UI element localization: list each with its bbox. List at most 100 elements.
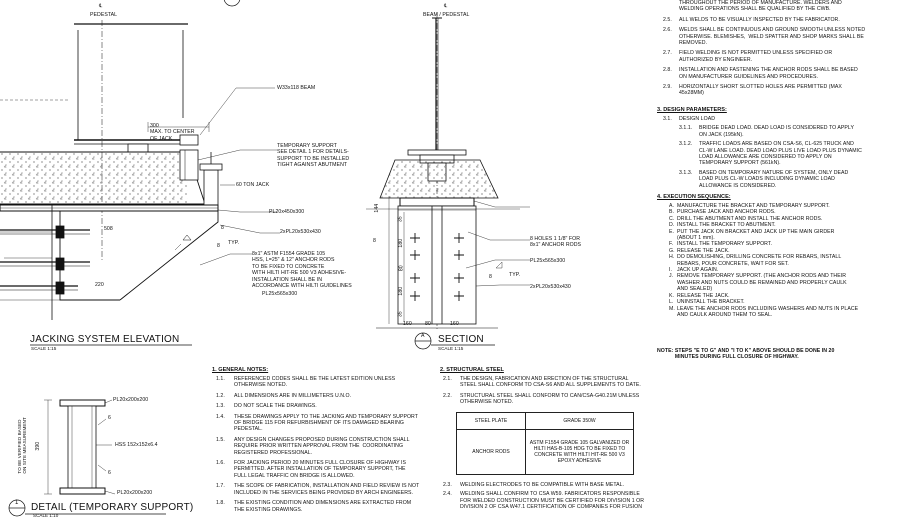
note-number: 3.1.3. [679, 169, 693, 176]
note-number: 1.8. [216, 500, 225, 507]
note-text: STRUCTURAL STEEL SHALL CONFORM TO CAN/CS… [460, 392, 640, 406]
note-number: 1.3. [216, 403, 225, 410]
general-note: 1.2. ALL DIMENSIONS ARE IN MILLIMETERS U.… [216, 393, 446, 399]
section-callout [414, 332, 432, 350]
pl-200-top-label: PL20x200x200 [113, 397, 149, 403]
dim-8a: 8 [221, 225, 224, 231]
execution-step: B.PURCHASE JACK AND ANCHOR RODS. [669, 209, 903, 215]
execution-step: D.INSTALL THE BRACKET TO ABUTMENT. [669, 222, 903, 228]
holes-label: 8 HOLES 1 1/8" FOR 8x1" ANCHOR RODS [530, 236, 582, 249]
note-number: 1.5. [216, 436, 225, 443]
general-note: 1.7.THE SCOPE OF FABRICATION, INSTALLATI… [216, 483, 446, 496]
steel-note: 2.1.THE DESIGN, FABRICATION AND ERECTION… [443, 376, 658, 389]
step-text: DRILL THE ABUTMENT AND INSTALL THE ANCHO… [677, 215, 823, 222]
jack-label: 60 TON JACK [236, 182, 270, 188]
step-letter: M. [669, 305, 675, 312]
design-parameters-list: 3.1.DESIGN LOAD 3.1.1.BRIDGE DEAD LOAD. … [663, 116, 903, 189]
execution-step: L.UNINSTALL THE BRACKET. [669, 299, 903, 305]
execution-step: M.LEAVE THE ANCHOR RODS INCLUDING WASHER… [669, 306, 903, 319]
note-text: BRIDGE DEAD LOAD. DEAD LOAD IS CONSIDERE… [699, 125, 854, 138]
execution-step: G.RELEASE THE JACK. [669, 248, 903, 254]
dim-35: 35 [397, 216, 404, 223]
dim-220: 220 [95, 282, 104, 288]
dim-80: 80 [398, 265, 405, 272]
note-text: THE SCOPE OF FABRICATION, INSTALLATION A… [234, 483, 420, 496]
note-number: 3.1.2. [679, 141, 693, 148]
note-text: TRAFFIC LOADS ARE BASED ON CSA-S6, CL-62… [699, 141, 862, 167]
note-text: ALL WELDS TO BE VISUALLY INSPECTED BY TH… [679, 16, 840, 23]
steel-note: 2.2.STRUCTURAL STEEL SHALL CONFORM TO CA… [443, 393, 658, 406]
pedestal-cl-mark: ℄ [99, 3, 103, 9]
step-text: PURCHASE JACK AND ANCHOR RODS. [677, 209, 776, 216]
dim-144: 144 [374, 203, 381, 213]
note-number: 1.4. [216, 413, 225, 420]
dim-160a: 160 [403, 321, 412, 327]
note-text: FOR JACKING PERIOD 20 MINUTES FULL CLOSU… [234, 460, 406, 479]
step-letter: K. [669, 292, 675, 299]
design-item: 3.1.1.BRIDGE DEAD LOAD. DEAD LOAD IS CON… [679, 125, 903, 138]
table-cell: GRADE 350W [525, 412, 634, 430]
note-text: REFERENCED CODES SHALL BE THE LATEST EDI… [234, 376, 396, 389]
note-text: FIELD WELDING IS NOT PERMITTED UNLESS SP… [679, 50, 833, 63]
execution-list: A.MANUFACTURE THE BRACKET AND TEMPORARY … [669, 203, 903, 318]
table-cell: STEEL PLATE [456, 412, 526, 430]
general-note: 1.1.REFERENCED CODES SHALL BE THE LATEST… [216, 376, 446, 389]
step-letter: E. [669, 228, 675, 235]
note-text: ALL DIMENSIONS ARE IN MILLIMETERS U.N.O. [234, 392, 352, 399]
note-text: WELDING SHALL CONFIRM TO CSA W59. FABRIC… [460, 491, 645, 511]
anchor-note: 8x1" ASTM F1554 GRADE 105 HSS, L=25" & 1… [252, 251, 352, 290]
steel-note: 2.7.FIELD WELDING IS NOT PERMITTED UNLES… [663, 50, 903, 63]
pl-565-300-sec-label: PL25x565x300 [530, 258, 566, 264]
dim-80b: 80 [425, 321, 431, 327]
jacking-scale: SCALE 1:15 [31, 346, 57, 351]
step-text: JACK UP AGAIN. [677, 267, 719, 274]
steel-note: 2.5.ALL WELDS TO BE VISUALLY INSPECTED B… [663, 17, 903, 23]
max-center-label: 300 MAX. TO CENTER OF JACK [150, 123, 195, 142]
step-text: LEAVE THE ANCHOR RODS INCLUDING WASHERS … [677, 305, 859, 318]
note-text: ANY DESIGN CHANGES PROPOSED DURING CONST… [234, 436, 410, 456]
execution-heading: 4. EXECUTION SEQUENCE: [657, 194, 731, 200]
step-text: INSTALL THE BRACKET TO ABUTMENT. [677, 222, 776, 229]
detail-scale: SCALE 1:10 [33, 513, 59, 518]
execution-step: K.RELEASE THE JACK. [669, 293, 903, 299]
note-text: DESIGN LOAD [679, 116, 716, 122]
dim-8c: 8 [373, 238, 376, 244]
temp-support-label: TEMPORARY SUPPORT SEE DETAIL 1 FOR DETAI… [277, 143, 350, 169]
step-letter: C. [669, 215, 675, 222]
note-number: 1.6. [216, 460, 225, 467]
pl-565-300-label: PL25x565x300 [262, 291, 298, 297]
pedestal-label: PEDESTAL [90, 12, 118, 18]
design-item: 3.1.2. TRAFFIC LOADS ARE BASED ON CSA-S6,… [679, 141, 903, 167]
note-text: THE DESIGN, FABRICATION AND ERECTION OF … [460, 376, 641, 389]
dim-390: 390 [35, 441, 42, 451]
detail-number: 1 [15, 500, 19, 506]
note-text: THE EXISTING CONDITION AND DIMENSIONS AR… [234, 500, 412, 513]
step-text: DO DEMOLISHING, DRILLING CONCRETE FOR RE… [677, 254, 842, 267]
note-text: WELDING ELECTRODES TO BE COMPATIBLE WITH… [460, 482, 625, 488]
pl-200-bot-label: PL20x200x200 [117, 490, 153, 496]
structural-steel-heading: 2. STRUCTURAL STEEL [440, 367, 504, 373]
step-text: RELEASE THE JACK. [677, 292, 730, 299]
step-letter: F. [669, 241, 674, 248]
step-text: UNINSTALL THE BRACKET. [677, 299, 745, 306]
design-item: 3.1.3.BASED ON TEMPORARY NATURE OF SYSTE… [679, 170, 903, 189]
beam-pedestal-cl-mark: ℄ [444, 3, 448, 9]
note-number: 2.6. [663, 27, 672, 34]
jacking-elevation [0, 0, 280, 320]
step-letter: G. [669, 247, 675, 254]
execution-step: E.PUT THE JACK ON BRACKET AND JACK UP TH… [669, 229, 903, 242]
dim-508: 508 [104, 226, 113, 232]
section-scale: SCALE 1:15 [438, 346, 464, 351]
note-number: 1.2. [216, 392, 225, 399]
general-note: 1.3.DO NOT SCALE THE DRAWINGS. [216, 403, 446, 409]
general-note: 1.6. FOR JACKING PERIOD 20 MINUTES FULL C… [216, 460, 446, 479]
design-subheading: 3.1.DESIGN LOAD [663, 116, 903, 122]
step-text: MANUFACTURE THE BRACKET AND TEMPORARY SU… [677, 203, 830, 209]
dim-8b: 8 [217, 243, 220, 249]
dim-180b: 180 [398, 286, 405, 296]
section-a-drawing [366, 12, 530, 330]
note-number: 2.4. [443, 491, 452, 498]
steel-spec-table: STEEL PLATE GRADE 350W ANCHOR RODS ASTM … [456, 412, 634, 475]
